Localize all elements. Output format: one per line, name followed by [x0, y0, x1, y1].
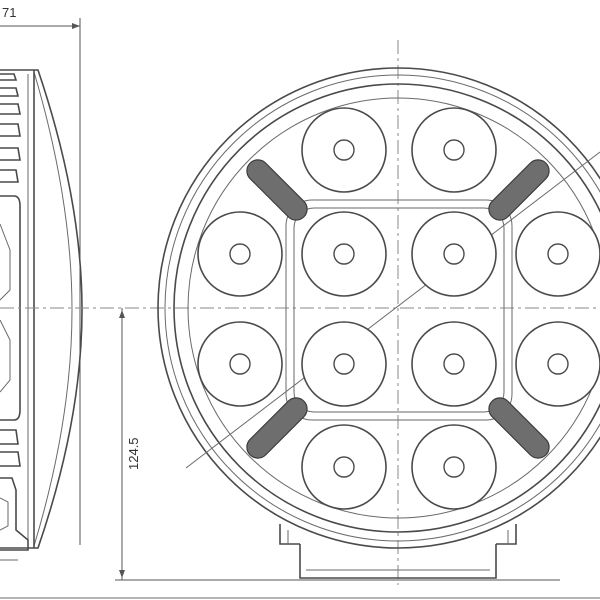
mount-foot-left: [279, 524, 300, 545]
side-view: 71: [0, 5, 83, 561]
mount-bracket-body: [299, 544, 497, 579]
led-emitter: [443, 353, 465, 375]
outer-bezel-ring: [157, 67, 600, 549]
accent-bar: [488, 159, 550, 221]
led-module: [411, 424, 497, 510]
side-mount-bracket: [0, 477, 29, 551]
led-module: [411, 321, 497, 407]
led-module: [197, 321, 283, 407]
cooling-fins: [0, 73, 21, 467]
side-mount-detail: [0, 497, 9, 531]
dimension-arrow: [119, 570, 125, 578]
led-module: [197, 211, 283, 297]
accent-bar: [246, 159, 308, 221]
led-emitter: [547, 243, 569, 265]
led-emitter: [333, 243, 355, 265]
led-emitter: [443, 139, 465, 161]
dimension-arrow: [72, 23, 80, 29]
led-emitter: [333, 456, 355, 478]
led-emitter: [229, 243, 251, 265]
side-lens-curve: [33, 71, 73, 547]
bezel-inner-ring: [164, 74, 600, 542]
side-panel-detail: [0, 223, 11, 301]
bottom-mount-bracket: [279, 524, 517, 579]
reflector-ring: [187, 97, 600, 519]
lens-ring: [173, 83, 600, 533]
center-frame-inner: [293, 207, 505, 413]
mount-foot-right: [496, 524, 517, 545]
height-dimension: 124.5: [115, 308, 560, 581]
led-emitter: [229, 353, 251, 375]
center-frame-outer: [285, 199, 513, 421]
led-module: [515, 321, 600, 407]
led-emitter: [333, 139, 355, 161]
top-dimension-label: 71: [2, 5, 16, 20]
led-emitter: [443, 456, 465, 478]
led-emitter: [333, 353, 355, 375]
accent-bar: [488, 397, 550, 459]
led-module: [301, 211, 387, 297]
height-dimension-label: 124.5: [126, 437, 141, 470]
led-module: [301, 107, 387, 193]
accent-bar: [246, 397, 308, 459]
diameter-leader-line: [185, 151, 600, 469]
side-panel-detail: [0, 319, 11, 393]
led-emitter: [443, 243, 465, 265]
accent-bars: [246, 159, 550, 459]
led-emitter: [547, 353, 569, 375]
dimension-arrow: [119, 310, 125, 318]
led-modules: [197, 107, 600, 510]
side-housing-outline: [0, 69, 83, 549]
front-view: [157, 40, 600, 585]
led-module: [411, 211, 497, 297]
led-module: [301, 321, 387, 407]
led-module: [411, 107, 497, 193]
led-module: [515, 211, 600, 297]
led-module: [301, 424, 387, 510]
